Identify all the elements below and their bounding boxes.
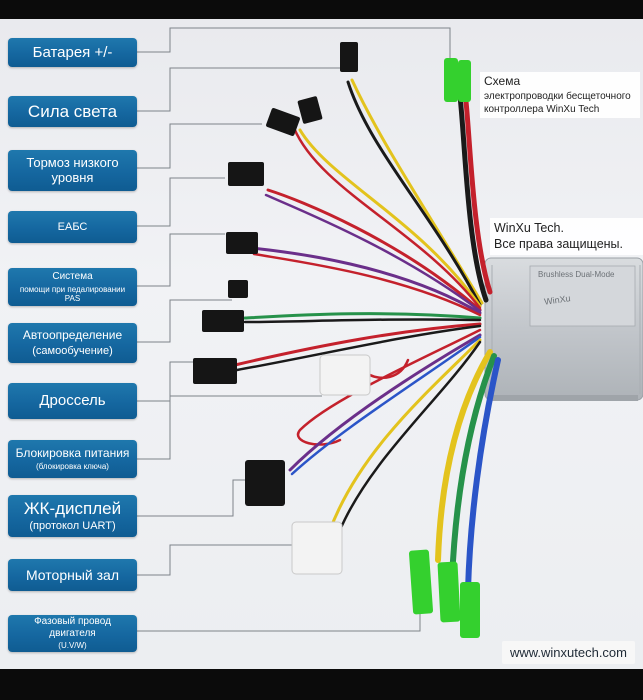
controller-title: Brushless Dual-Mode (538, 270, 615, 279)
rights-note-line-2: Все права защищены. (494, 237, 624, 252)
label-motor-phase-wire: Фазовый провод двигателя (U.V/W) (8, 615, 137, 652)
label-throttle: Дроссель (8, 383, 137, 419)
label-eabs-text: EАБС (57, 220, 88, 233)
label-throttle-text: Дроссель (39, 392, 106, 410)
label-lcd-display: ЖК-дисплей (протокол UART) (8, 495, 137, 537)
label-motor-hall: Моторный зал (8, 559, 137, 591)
scheme-note-line-2: электропроводки бесщеточного (484, 90, 631, 102)
label-headlight-power-text: Сила света (27, 101, 118, 121)
label-eabs: EАБС (8, 211, 137, 243)
rights-note: WinXu Tech. Все права защищены. (490, 218, 643, 255)
label-pas-system: Система помощи при педалировании PAS (8, 268, 137, 306)
controller-brand: WinXu (544, 293, 572, 307)
label-power-lock-text: Блокировка питания (15, 445, 130, 460)
label-low-level-brake: Тормоз низкого уровня (8, 150, 137, 191)
rights-note-line-1: WinXu Tech. (494, 221, 564, 235)
scheme-note-title: Схема (484, 74, 521, 88)
label-pas-system-subtext: помощи при педалировании PAS (19, 284, 126, 303)
label-low-level-brake-text: Тормоз низкого уровня (26, 154, 119, 185)
label-power-lock: Блокировка питания (блокировка ключа) (8, 440, 137, 478)
label-pas-system-text: Система (52, 271, 93, 283)
label-self-learning-text: Автоопределение (22, 327, 123, 342)
label-self-learning: Автоопределение (самообучение) (8, 323, 137, 363)
label-self-learning-subtext: (самообучение) (32, 344, 113, 357)
label-battery-text: Батарея +/- (32, 43, 113, 61)
controller-box (484, 257, 643, 401)
label-lcd-display-text: ЖК-дисплей (23, 498, 122, 518)
scheme-note-line-3: контроллера WinXu Tech (484, 103, 600, 115)
label-motor-phase-wire-subtext: (U.V/W) (58, 641, 87, 651)
label-power-lock-subtext: (блокировка ключа) (36, 462, 109, 472)
website-watermark: www.winxutech.com (501, 641, 635, 664)
label-battery: Батарея +/- (8, 38, 137, 67)
label-motor-phase-wire-text: Фазовый провод двигателя (34, 616, 111, 639)
scheme-note: Схема электропроводки бесщеточного контр… (480, 72, 640, 118)
label-motor-hall-text: Моторный зал (25, 566, 119, 583)
connectors (193, 42, 480, 638)
label-lcd-display-subtext: (протокол UART) (29, 520, 116, 533)
label-headlight-power: Сила света (8, 96, 137, 127)
